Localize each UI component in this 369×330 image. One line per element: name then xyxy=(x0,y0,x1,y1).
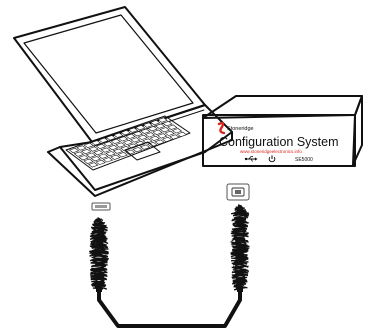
brand-name: Stoneridge xyxy=(227,126,254,132)
keyboard-key xyxy=(99,154,108,159)
keyboard-key xyxy=(70,148,79,153)
keyboard-key xyxy=(91,157,100,162)
keyboard-key xyxy=(165,131,174,136)
keyboard-key xyxy=(118,152,127,157)
keyboard-key xyxy=(177,132,186,137)
configuration-system-device: Stoneridge Configuration System www.ston… xyxy=(203,96,362,166)
keyboard-key xyxy=(86,153,95,158)
keyboard-key xyxy=(96,160,105,165)
keyboard-key xyxy=(103,158,112,163)
keyboard-key xyxy=(168,125,177,130)
keyboard-key xyxy=(89,163,98,168)
usb-b-port-icon xyxy=(227,184,249,200)
product-title: Configuration System xyxy=(219,135,339,149)
cable-strain-relief xyxy=(96,286,102,292)
keyboard-key xyxy=(156,124,165,128)
keyboard-key xyxy=(170,135,179,140)
laptop-icon xyxy=(14,7,232,196)
keyboard-key xyxy=(113,149,122,154)
braid-texture xyxy=(89,218,109,290)
model-number: SE5000 xyxy=(295,157,313,163)
keyboard-key xyxy=(79,155,88,160)
usb-a-port-icon xyxy=(92,203,110,210)
keyboard-key xyxy=(150,136,159,141)
keyboard-key xyxy=(101,148,110,153)
keyboard-key xyxy=(74,152,83,157)
keyboard-key xyxy=(141,129,150,134)
keyboard-key xyxy=(163,121,172,126)
keyboard-key xyxy=(158,134,167,139)
power-icon xyxy=(269,155,275,161)
keyboard-key xyxy=(106,151,115,156)
keyboard-key xyxy=(82,149,91,154)
keyboard-key xyxy=(146,133,155,138)
keyboard-key xyxy=(84,159,93,164)
cable-braid-left xyxy=(89,218,109,292)
keyboard-key xyxy=(148,126,157,131)
keyboard-key xyxy=(109,145,118,150)
keyboard-key xyxy=(138,135,147,140)
cable-strain-relief xyxy=(237,286,243,292)
braid-texture xyxy=(231,205,250,290)
website-text: www.stoneridgeelectronics.info xyxy=(240,149,302,154)
keyboard-key xyxy=(94,150,103,155)
usb-cable xyxy=(89,205,249,326)
usb-icon xyxy=(245,157,258,162)
keyboard-key xyxy=(173,129,182,134)
keyboard-key xyxy=(153,130,162,135)
keyboard-key xyxy=(77,146,86,151)
keyboard-key xyxy=(160,128,169,133)
keyboard-key xyxy=(89,147,98,152)
keyboard-key xyxy=(111,155,120,160)
keyboard-key xyxy=(133,147,142,152)
keyboard-key xyxy=(123,140,132,145)
keyboard-key xyxy=(131,138,140,143)
keyboard-key xyxy=(116,143,125,148)
cable-braid-right xyxy=(231,205,250,292)
keyboard-key xyxy=(163,137,172,142)
stoneridge-logo-icon xyxy=(219,123,224,133)
